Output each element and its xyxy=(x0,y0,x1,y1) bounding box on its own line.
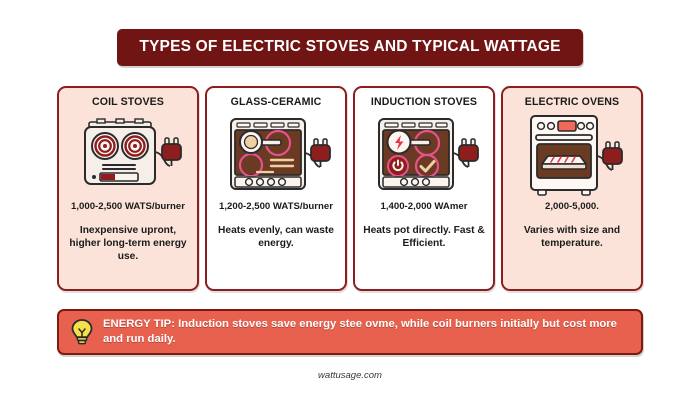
card-description: Heats evenly, can waste energy. xyxy=(218,224,334,249)
card-wattage: 2,000-5,000. xyxy=(545,200,599,212)
card-title: GLASS-CERAMIC xyxy=(230,96,322,108)
card-title: ELECTRIC OVENS xyxy=(524,96,620,108)
page-title: TYPES OF ELECTRIC STOVES AND TYPICAL WAT… xyxy=(117,29,583,66)
card-description: Inexpensive upront, higher long-term ene… xyxy=(69,224,187,262)
energy-tip-text: ENERGY TIP: Induction stoves save energy… xyxy=(103,317,631,347)
card-description: Heats pot directly. Fast & Efficient. xyxy=(363,224,485,249)
source-attribution: wattusage.com xyxy=(318,370,382,381)
lightbulb-icon xyxy=(69,317,95,347)
induction-cooktop-icon xyxy=(355,112,493,200)
header: TYPES OF ELECTRIC STOVES AND TYPICAL WAT… xyxy=(0,29,700,66)
energy-tip-label: ENERGY TIP: xyxy=(103,318,175,331)
card-induction-stoves: INDUCTION STOVES xyxy=(353,86,495,291)
card-wattage: 1,000-2,500 WATS/burner xyxy=(71,200,185,212)
glass-ceramic-cooktop-icon xyxy=(207,112,345,200)
card-glass-ceramic: GLASS-CERAMIC xyxy=(205,86,347,291)
card-title: INDUCTION STOVES xyxy=(370,96,478,108)
card-wattage: 1,400-2,000 WAmer xyxy=(380,200,468,212)
card-electric-ovens: ELECTRIC OVENS xyxy=(501,86,643,291)
energy-tip-body: Induction stoves save energy stee ovme, … xyxy=(103,318,617,345)
energy-tip-banner: ENERGY TIP: Induction stoves save energy… xyxy=(57,309,643,355)
card-coil-stoves: COIL STOVES xyxy=(57,86,199,291)
card-description: Varies with size and temperature. xyxy=(523,224,621,249)
stove-type-card-row: COIL STOVES xyxy=(57,86,643,291)
card-title: COIL STOVES xyxy=(92,96,164,108)
electric-oven-icon xyxy=(503,112,641,200)
card-wattage: 1,200-2,500 WATS/burner xyxy=(219,200,333,212)
coil-stove-icon xyxy=(59,112,197,200)
